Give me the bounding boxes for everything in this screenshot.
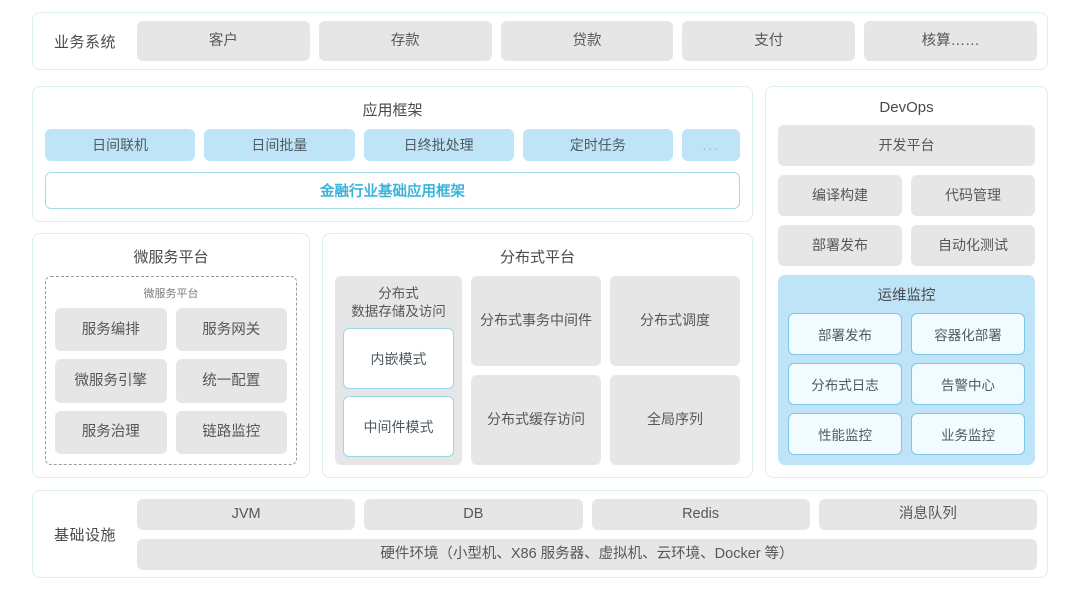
infrastructure-section: 基础设施 JVM DB Redis 消息队列 硬件环境（小型机、X86 服务器、… — [32, 490, 1048, 578]
appfw-tile-daytime-online[interactable]: 日间联机 — [45, 129, 196, 161]
ops-tile-performance-monitoring[interactable]: 性能监控 — [788, 413, 902, 455]
application-framework-section: 应用框架 日间联机 日间批量 日终批处理 定时任务 ... 金融行业基础应用框架 — [32, 86, 753, 222]
distributed-platform-body: 分布式 数据存储及访问 内嵌模式 中间件模式 分布式 事务中间件 — [335, 276, 740, 465]
infrastructure-label: 基础设施 — [53, 526, 116, 544]
devops-column: DevOps 开发平台 编译构建 代码管理 部署发布 自动化测试 运维监控 部署… — [765, 86, 1048, 478]
msp-tile-unified-config[interactable]: 统一配置 — [175, 359, 287, 403]
infra-tile-jvm[interactable]: JVM — [137, 498, 356, 530]
ops-monitoring-tiles: 部署发布 容器化部署 分布式日志 告警中心 性能监控 业务监控 — [788, 313, 1025, 455]
infra-tile-hardware-environment[interactable]: 硬件环境（小型机、X86 服务器、虚拟机、云环境、Docker 等） — [137, 538, 1037, 570]
business-tile-customer[interactable]: 客户 — [137, 21, 310, 61]
microservice-platform-inner-box: 微服务平台 服务编排 服务网关 微服务引擎 统一配置 服务治理 链路监控 — [45, 276, 297, 465]
business-tile-loan[interactable]: 贷款 — [500, 21, 674, 61]
ops-monitoring-title: 运维监控 — [877, 288, 936, 304]
microservice-platform-title: 微服务平台 — [133, 249, 209, 266]
financial-base-framework-bar[interactable]: 金融行业基础应用框架 — [45, 172, 740, 209]
dist-storage-line1: 分布式 — [378, 286, 419, 301]
microservice-platform-tiles: 服务编排 服务网关 微服务引擎 统一配置 服务治理 链路监控 — [55, 308, 287, 454]
microservice-platform-section: 微服务平台 微服务平台 服务编排 服务网关 微服务引擎 统一配置 服务治理 链路… — [32, 233, 310, 478]
platform-region: 应用框架 日间联机 日间批量 日终批处理 定时任务 ... 金融行业基础应用框架… — [32, 86, 1048, 478]
devops-title: DevOps — [879, 99, 934, 116]
msp-tile-service-governance[interactable]: 服务治理 — [55, 410, 167, 454]
distributed-platform-title: 分布式平台 — [499, 249, 575, 266]
msp-tile-microservice-engine[interactable]: 微服务引擎 — [55, 359, 167, 403]
dist-tile-scheduling[interactable]: 分布式调度 — [610, 276, 740, 366]
infrastructure-tiles: JVM DB Redis 消息队列 — [137, 498, 1037, 530]
dist-txn-line2: 事务中间件 — [522, 312, 592, 329]
dist-tile-cache-access[interactable]: 分布式 缓存访问 — [471, 375, 601, 465]
ops-tile-alert-center[interactable]: 告警中心 — [911, 363, 1025, 405]
ops-tile-deploy-release[interactable]: 部署发布 — [788, 313, 902, 355]
infra-tile-db[interactable]: DB — [364, 498, 583, 530]
appfw-tile-eod-batch[interactable]: 日终批处理 — [363, 129, 514, 161]
business-tile-accounting[interactable]: 核算…… — [864, 21, 1037, 61]
devops-tiles: 编译构建 代码管理 部署发布 自动化测试 — [778, 175, 1035, 266]
infra-tile-redis[interactable]: Redis — [591, 498, 810, 530]
devops-tile-automated-testing[interactable]: 自动化测试 — [911, 225, 1035, 266]
devops-tile-compile-build[interactable]: 编译构建 — [778, 175, 902, 216]
dist-tile-transaction-middleware[interactable]: 分布式 事务中间件 — [471, 276, 601, 366]
devops-tile-dev-platform[interactable]: 开发平台 — [778, 125, 1035, 166]
ops-monitoring-section: 运维监控 部署发布 容器化部署 分布式日志 告警中心 性能监控 业务监控 — [778, 275, 1035, 465]
dist-cache-line2: 缓存访问 — [529, 411, 585, 428]
dist-storage-line2: 数据存储及访问 — [351, 303, 446, 319]
infra-tile-message-queue[interactable]: 消息队列 — [818, 498, 1037, 530]
business-tile-payment[interactable]: 支付 — [682, 21, 856, 61]
dist-txn-line1: 分布式 — [480, 312, 522, 329]
distributed-platform-tiles: 分布式 事务中间件 分布式调度 分布式 缓存访问 全局序列 — [471, 276, 740, 465]
appfw-tile-scheduled-task[interactable]: 定时任务 — [522, 129, 673, 161]
microservice-platform-inner-title: 微服务平台 — [143, 288, 199, 300]
ops-tile-business-monitoring[interactable]: 业务监控 — [911, 413, 1025, 455]
devops-section: DevOps 开发平台 编译构建 代码管理 部署发布 自动化测试 运维监控 部署… — [765, 86, 1048, 478]
ops-tile-distributed-log[interactable]: 分布式日志 — [788, 363, 902, 405]
dist-mode-embedded[interactable]: 内嵌模式 — [343, 328, 454, 390]
devops-tile-code-management[interactable]: 代码管理 — [911, 175, 1035, 216]
application-framework-tiles: 日间联机 日间批量 日终批处理 定时任务 ... — [45, 129, 740, 161]
dist-tile-global-sequence[interactable]: 全局序列 — [610, 375, 740, 465]
msp-tile-trace-monitoring[interactable]: 链路监控 — [175, 410, 287, 454]
devops-tile-deploy-release[interactable]: 部署发布 — [778, 225, 902, 266]
business-systems-section: 业务系统 客户 存款 贷款 支付 核算…… — [32, 12, 1048, 70]
dist-tile-data-storage-access[interactable]: 分布式 数据存储及访问 内嵌模式 中间件模式 — [335, 276, 462, 465]
dist-tile-data-storage-label: 分布式 数据存储及访问 — [351, 285, 446, 320]
dist-cache-line1: 分布式 — [487, 411, 529, 428]
msp-tile-service-orchestration[interactable]: 服务编排 — [55, 308, 167, 352]
distributed-storage-column: 分布式 数据存储及访问 内嵌模式 中间件模式 — [335, 276, 462, 465]
application-framework-title: 应用框架 — [362, 102, 423, 119]
distributed-platform-section: 分布式平台 分布式 数据存储及访问 内嵌模式 中间件模式 — [322, 233, 753, 478]
business-tile-deposit[interactable]: 存款 — [318, 21, 492, 61]
infrastructure-stack: JVM DB Redis 消息队列 硬件环境（小型机、X86 服务器、虚拟机、云… — [137, 498, 1037, 570]
platform-lower-row: 微服务平台 微服务平台 服务编排 服务网关 微服务引擎 统一配置 服务治理 链路… — [32, 233, 753, 478]
appfw-tile-more[interactable]: ... — [682, 129, 740, 161]
business-systems-label: 业务系统 — [53, 33, 116, 51]
ops-tile-containerized-deploy[interactable]: 容器化部署 — [911, 313, 1025, 355]
appfw-tile-daytime-batch[interactable]: 日间批量 — [204, 129, 355, 161]
msp-tile-service-gateway[interactable]: 服务网关 — [175, 308, 287, 352]
dist-mode-middleware[interactable]: 中间件模式 — [343, 396, 454, 457]
business-systems-tiles: 客户 存款 贷款 支付 核算…… — [137, 21, 1037, 61]
platform-left-column: 应用框架 日间联机 日间批量 日终批处理 定时任务 ... 金融行业基础应用框架… — [32, 86, 753, 478]
